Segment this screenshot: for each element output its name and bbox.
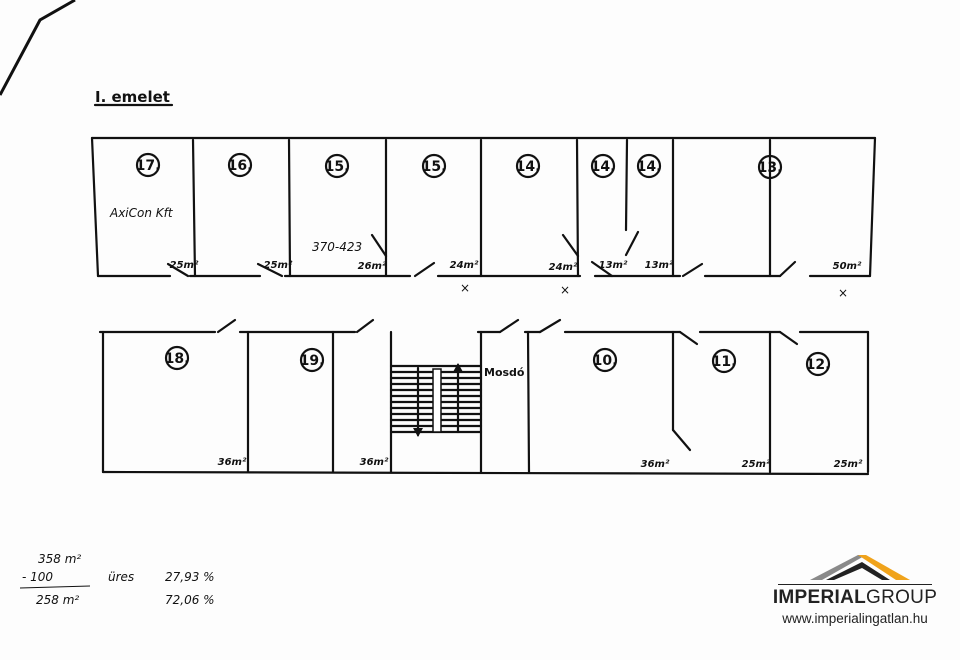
svg-text:×: × (560, 283, 570, 297)
floor-title: I. emelet (95, 88, 170, 106)
svg-text:24m²: 24m² (450, 260, 479, 271)
svg-text:15.: 15. (325, 159, 350, 175)
staircase (389, 363, 483, 437)
doors (166, 230, 799, 452)
washroom-label: Mosdó (484, 366, 525, 379)
svg-text:25m²: 25m² (264, 260, 293, 271)
room-labels-top: 17.25m² 16.25m² 15.26m² 15.24m² 14.24m² … (136, 152, 862, 273)
website-url: www.imperialingatlan.hu (782, 611, 928, 626)
svg-text:×: × (460, 281, 470, 295)
svg-text:×: × (838, 286, 848, 300)
svg-text:17.: 17. (136, 158, 161, 174)
room-18: 18. 36m² (165, 345, 247, 468)
svg-text:25m²: 25m² (742, 459, 771, 470)
svg-text:14.: 14. (591, 159, 616, 175)
tenant-label: AxiCon Kft (109, 206, 174, 220)
walls (90, 136, 877, 476)
svg-text:72,06 %: 72,06 % (165, 593, 215, 607)
svg-text:24m²: 24m² (549, 262, 578, 273)
svg-text:13m²: 13m² (645, 260, 674, 271)
svg-text:36m²: 36m² (641, 459, 670, 470)
svg-text:- 100: - 100 (22, 570, 53, 584)
svg-text:26m²: 26m² (358, 261, 387, 272)
svg-text:14.: 14. (516, 159, 541, 175)
svg-text:10.: 10. (593, 353, 618, 369)
imperial-group-logo: IMPERIALGROUP www.imperialingatlan.hu (770, 552, 940, 626)
svg-text:25m²: 25m² (834, 459, 863, 470)
svg-text:25m²: 25m² (170, 260, 199, 271)
svg-text:18.: 18. (165, 351, 190, 367)
room-14b: 14. 13m² (591, 153, 628, 271)
svg-text:36m²: 36m² (218, 457, 247, 468)
svg-text:13m²: 13m² (599, 260, 628, 271)
room-15a: 15. 26m² (325, 153, 387, 272)
svg-text:358 m²: 358 m² (38, 552, 81, 566)
svg-text:13.: 13. (758, 160, 783, 176)
svg-text:19.: 19. (300, 353, 325, 369)
room-11: 11. 25m² (712, 348, 771, 470)
room-14a: 14. 24m² (516, 153, 578, 273)
room-15b: 15. 24m² (422, 153, 479, 271)
room-19: 19. 36m² (300, 347, 389, 468)
room-17: 17. 25m² (136, 152, 199, 271)
svg-text:11.: 11. (712, 354, 737, 370)
paper-edge (0, 0, 76, 96)
svg-text:14.: 14. (637, 159, 662, 175)
svg-text:50m²: 50m² (833, 261, 862, 272)
svg-text:258 m²: 258 m² (36, 593, 79, 607)
roof-icon (810, 555, 910, 580)
svg-text:27,93 %: 27,93 % (165, 570, 215, 584)
svg-text:15.: 15. (422, 159, 447, 175)
svg-text:36m²: 36m² (360, 457, 389, 468)
area-calculation: 358 m² - 100 258 m² üres 27,93 % 72,06 % (19, 552, 215, 607)
svg-text:üres: üres (108, 570, 134, 584)
svg-text:12.: 12. (806, 357, 831, 373)
room-13: 13. 50m² (758, 154, 862, 272)
svg-text:16.: 16. (228, 158, 253, 174)
room-labels-bottom: 18. 36m² 19. 36m² 10. 36m² 11. 25m² 12. 25m² (165, 345, 863, 470)
brand-name: IMPERIALGROUP (772, 587, 938, 608)
room-10: 10. 36m² (593, 347, 670, 470)
room-14c: 14. 13m² (637, 153, 674, 271)
corridor-lights: × × × (460, 281, 848, 300)
room-12: 12. 25m² (806, 351, 863, 470)
room-16: 16. 25m² (228, 152, 293, 271)
phone-note: 370-423 (312, 240, 362, 254)
